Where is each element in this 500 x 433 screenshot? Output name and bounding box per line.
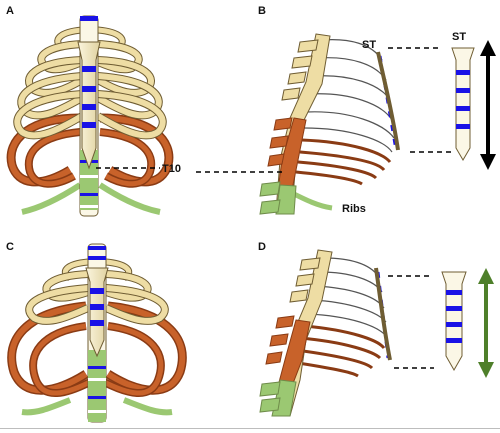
floating-ribs-c — [21, 397, 173, 416]
st-label-b: ST — [362, 39, 376, 51]
panel-b: B — [96, 5, 496, 215]
sternum-icon-d — [441, 271, 467, 372]
double-headed-arrow-black — [480, 40, 496, 170]
sternum-icon-b — [451, 47, 475, 161]
panel-label-c: C — [6, 241, 14, 253]
st-label-sternum: ST — [452, 31, 466, 43]
panel-label-d: D — [258, 241, 266, 253]
ribs-label: Ribs — [342, 203, 366, 215]
lower-ribs-a — [6, 113, 174, 188]
lower-ribs-c — [7, 301, 187, 398]
sternum-side-b — [376, 51, 400, 151]
upper-ribs-c — [25, 258, 169, 325]
panel-label-a: A — [6, 5, 14, 17]
double-headed-arrow-green — [478, 268, 494, 378]
spine-lateral-b — [259, 33, 331, 215]
sternum-side-d — [374, 267, 392, 361]
t10-label: T10 — [162, 163, 181, 175]
panel-a: A — [6, 5, 174, 217]
bottom-divider — [0, 428, 500, 429]
panel-label-b: B — [258, 5, 266, 17]
sternum-c — [85, 267, 109, 358]
panel-d: D — [258, 241, 494, 417]
upper-ribs-a — [13, 26, 167, 140]
sternum-a — [77, 41, 101, 170]
floating-ribs-a — [21, 182, 161, 215]
panel-c: C — [6, 241, 187, 423]
spine-lateral-d — [259, 249, 333, 417]
